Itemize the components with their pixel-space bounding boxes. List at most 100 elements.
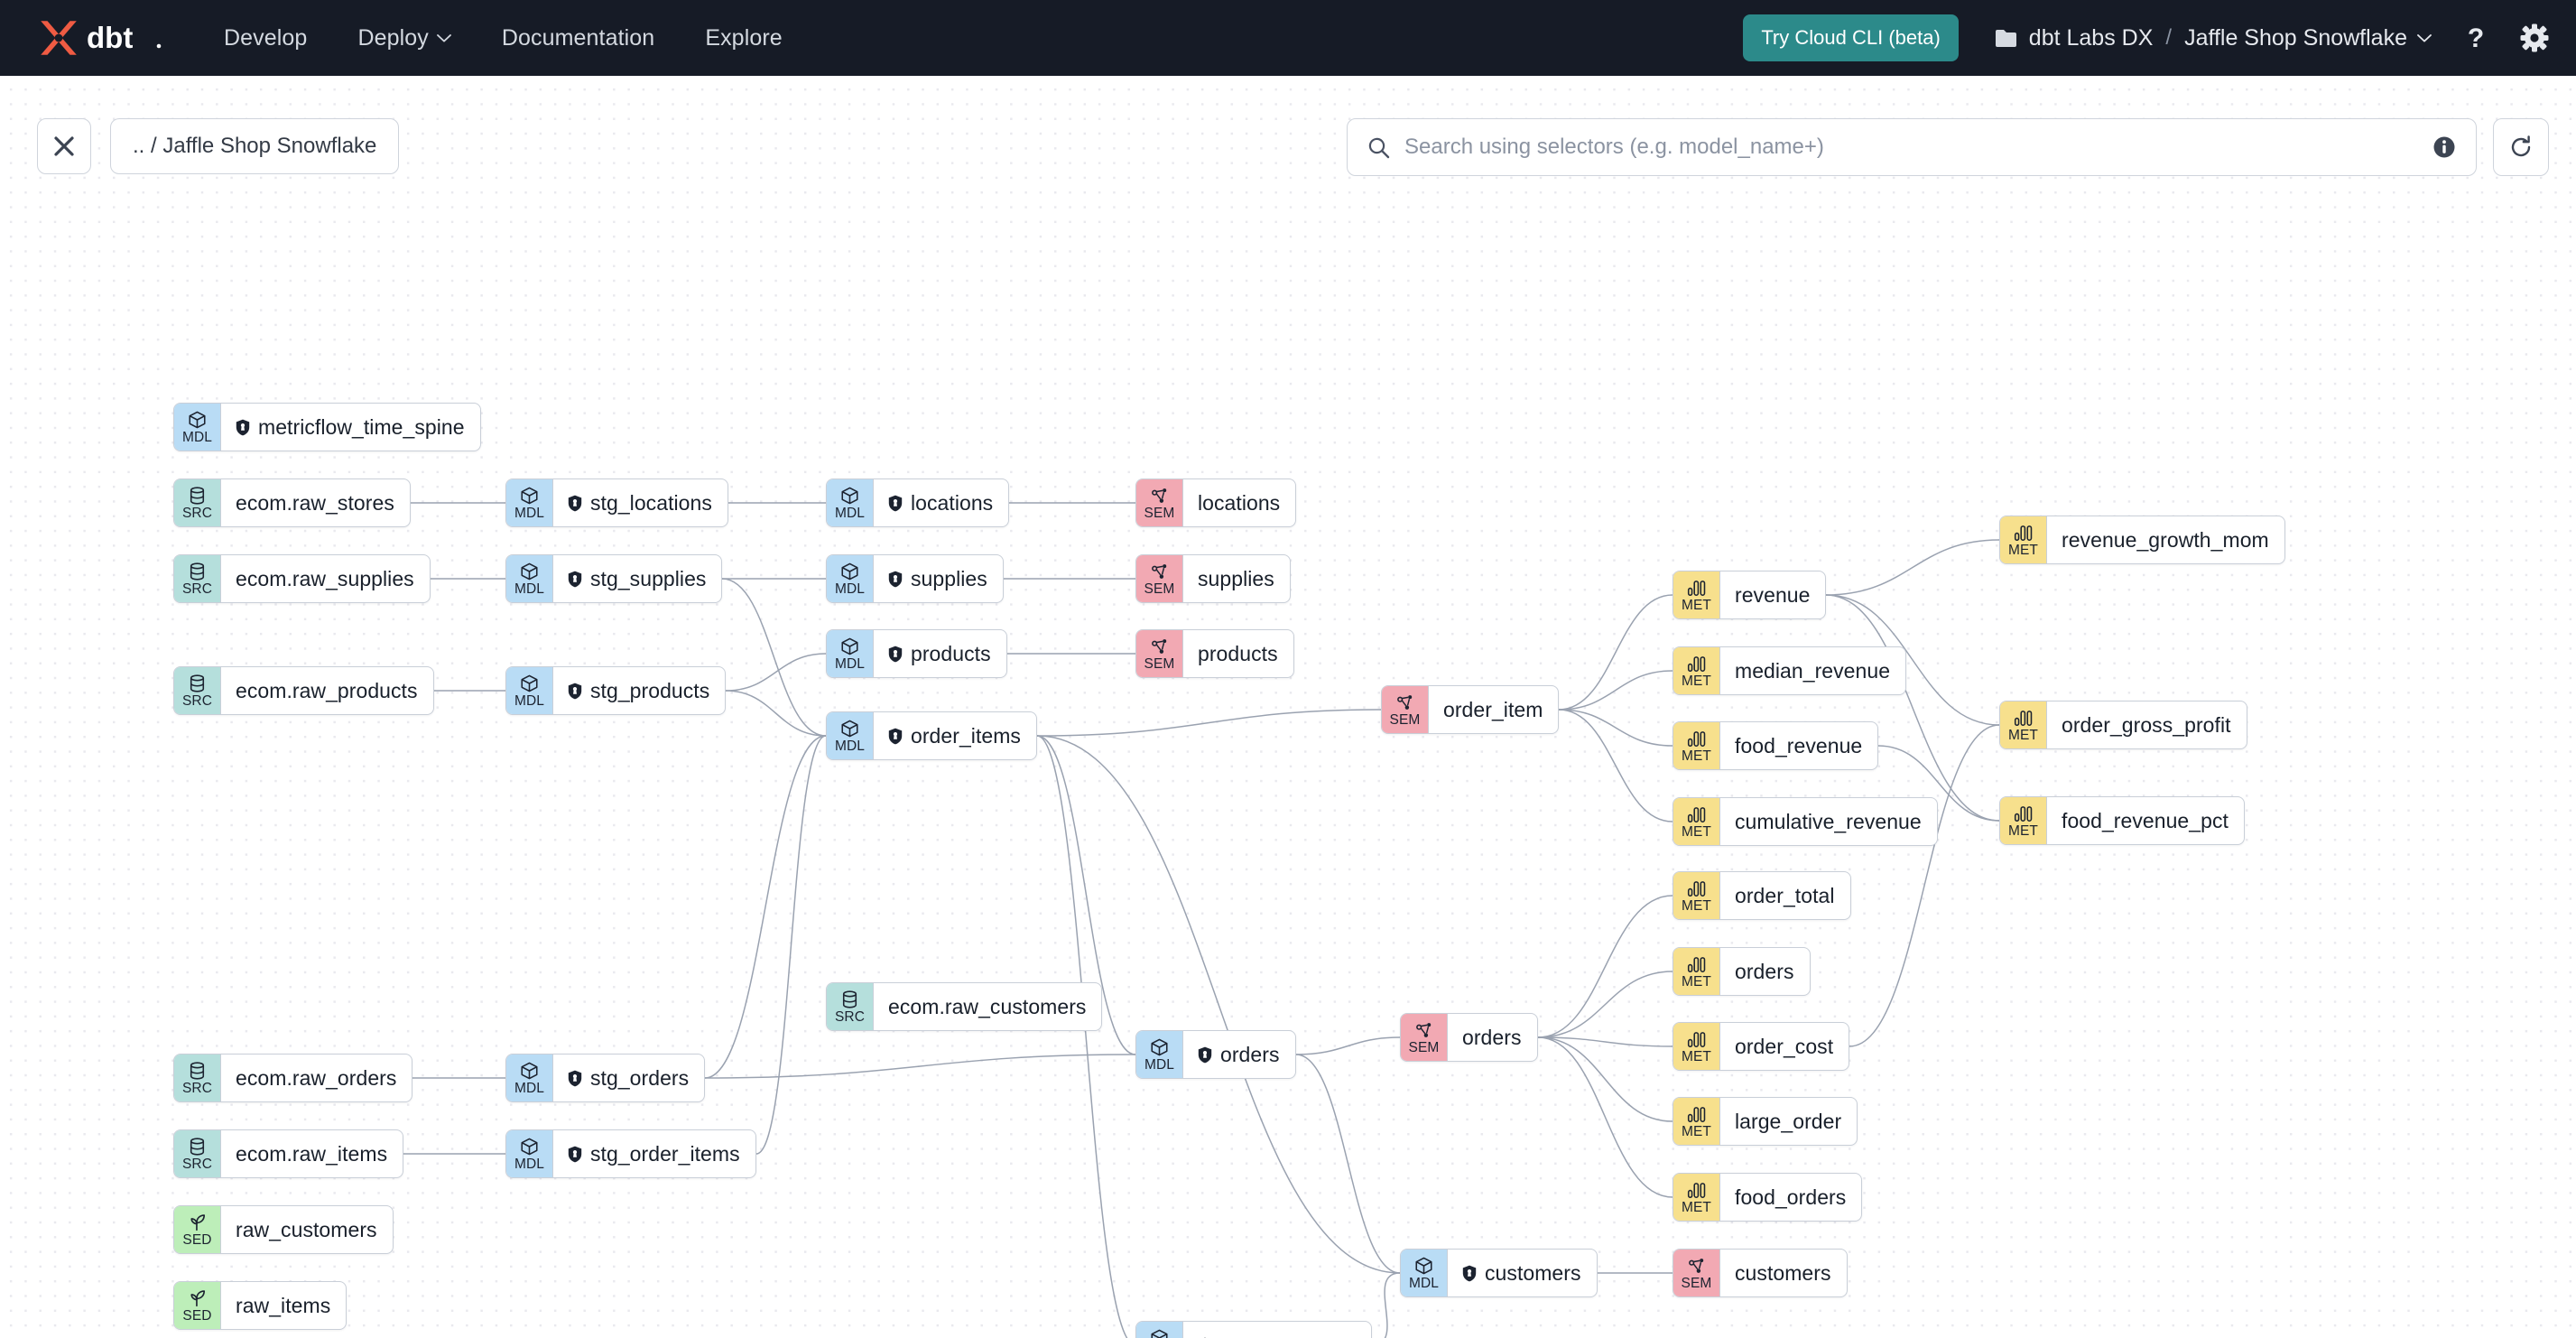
node-body: stg_customers (1183, 1322, 1371, 1338)
node-body: orders (1720, 948, 1810, 995)
gear-icon[interactable] (2520, 23, 2549, 52)
nav-item-documentation[interactable]: Documentation (502, 25, 654, 51)
node-label: ecom.raw_customers (888, 994, 1087, 1018)
node-type-label: SEM (1681, 1275, 1712, 1291)
try-cloud-cli-button[interactable]: Try Cloud CLI (beta) (1743, 14, 1959, 61)
node-label: products (1198, 641, 1278, 665)
node-type-badge-met: MET (2000, 797, 2047, 844)
node-type-badge-met: MET (2000, 516, 2047, 563)
graph-node-sem_customers[interactable]: SEM customers (1673, 1249, 1848, 1297)
graph-toolbar: .. / Jaffle Shop Snowflake (0, 76, 2576, 176)
node-type-label: SEM (1144, 581, 1175, 597)
database-icon (842, 990, 857, 1008)
close-button[interactable] (37, 118, 91, 174)
node-body: customers (1448, 1250, 1597, 1296)
node-type-label: SEM (1144, 505, 1175, 521)
account-name[interactable]: dbt Labs DX (2028, 24, 2154, 51)
node-type-label: MET (2007, 822, 2039, 839)
node-label: stg_order_items (590, 1141, 740, 1166)
edge-met_revenue-to-met_order_gross_profit (1825, 594, 2000, 726)
nav-item-explore[interactable]: Explore (705, 25, 782, 51)
refresh-icon (2511, 135, 2531, 157)
question-mark-icon[interactable]: ? (2462, 23, 2489, 52)
node-type-label: MET (1681, 597, 1712, 613)
cube-icon (1415, 1257, 1432, 1274)
edge-sem_orders-to-met_food_orders (1537, 1036, 1673, 1198)
node-label: ecom.raw_stores (236, 490, 394, 515)
shield-badge-icon (568, 495, 582, 511)
node-label: raw_items (236, 1293, 331, 1317)
node-label: order_items (911, 723, 1021, 748)
node-type-badge-mdl: MDL (174, 404, 221, 451)
graph-node-sem_orders[interactable]: SEM orders (1400, 1013, 1538, 1062)
nav-item-deploy[interactable]: Deploy (357, 25, 451, 51)
info-icon[interactable] (2432, 135, 2456, 159)
graph-breadcrumb[interactable]: .. / Jaffle Shop Snowflake (110, 118, 400, 174)
search-input[interactable] (1404, 135, 2432, 160)
refresh-button[interactable] (2493, 118, 2549, 176)
dbt-logo-mark (41, 21, 77, 55)
node-label: customers (1735, 1260, 1831, 1285)
node-body: large_order (1720, 1098, 1857, 1145)
node-label: ecom.raw_orders (236, 1065, 397, 1090)
graph-node-met_food_revenue_pct[interactable]: MET food_revenue_pct (1999, 796, 2245, 845)
node-type-label: MDL (834, 581, 866, 597)
node-type-badge-mdl: MDL (506, 667, 553, 714)
node-body: food_revenue_pct (2047, 797, 2244, 844)
graph-node-met_revenue_growth_mom[interactable]: MET revenue_growth_mom (1999, 516, 2285, 564)
cube-icon (1151, 1038, 1168, 1055)
project-selector[interactable]: Jaffle Shop Snowflake (2184, 25, 2432, 51)
node-label: revenue_growth_mom (2062, 527, 2269, 552)
shield-badge-icon (236, 419, 250, 435)
search-bar[interactable] (1347, 118, 2477, 176)
dbt-logo[interactable]: dbt (36, 15, 164, 60)
database-icon (190, 674, 205, 692)
node-type-label: SEM (1408, 1039, 1440, 1055)
node-body: ecom.raw_supplies (221, 555, 430, 602)
node-type-label: MDL (834, 655, 866, 672)
edge-orders_mdl-to-customers_mdl (1295, 1054, 1401, 1274)
node-type-badge-met: MET (1673, 1098, 1720, 1145)
node-body: orders (1448, 1014, 1537, 1061)
nav-item-develop[interactable]: Develop (224, 25, 307, 51)
node-body: revenue_growth_mom (2047, 516, 2284, 563)
node-body: food_orders (1720, 1174, 1861, 1221)
node-body: stg_order_items (553, 1130, 755, 1177)
